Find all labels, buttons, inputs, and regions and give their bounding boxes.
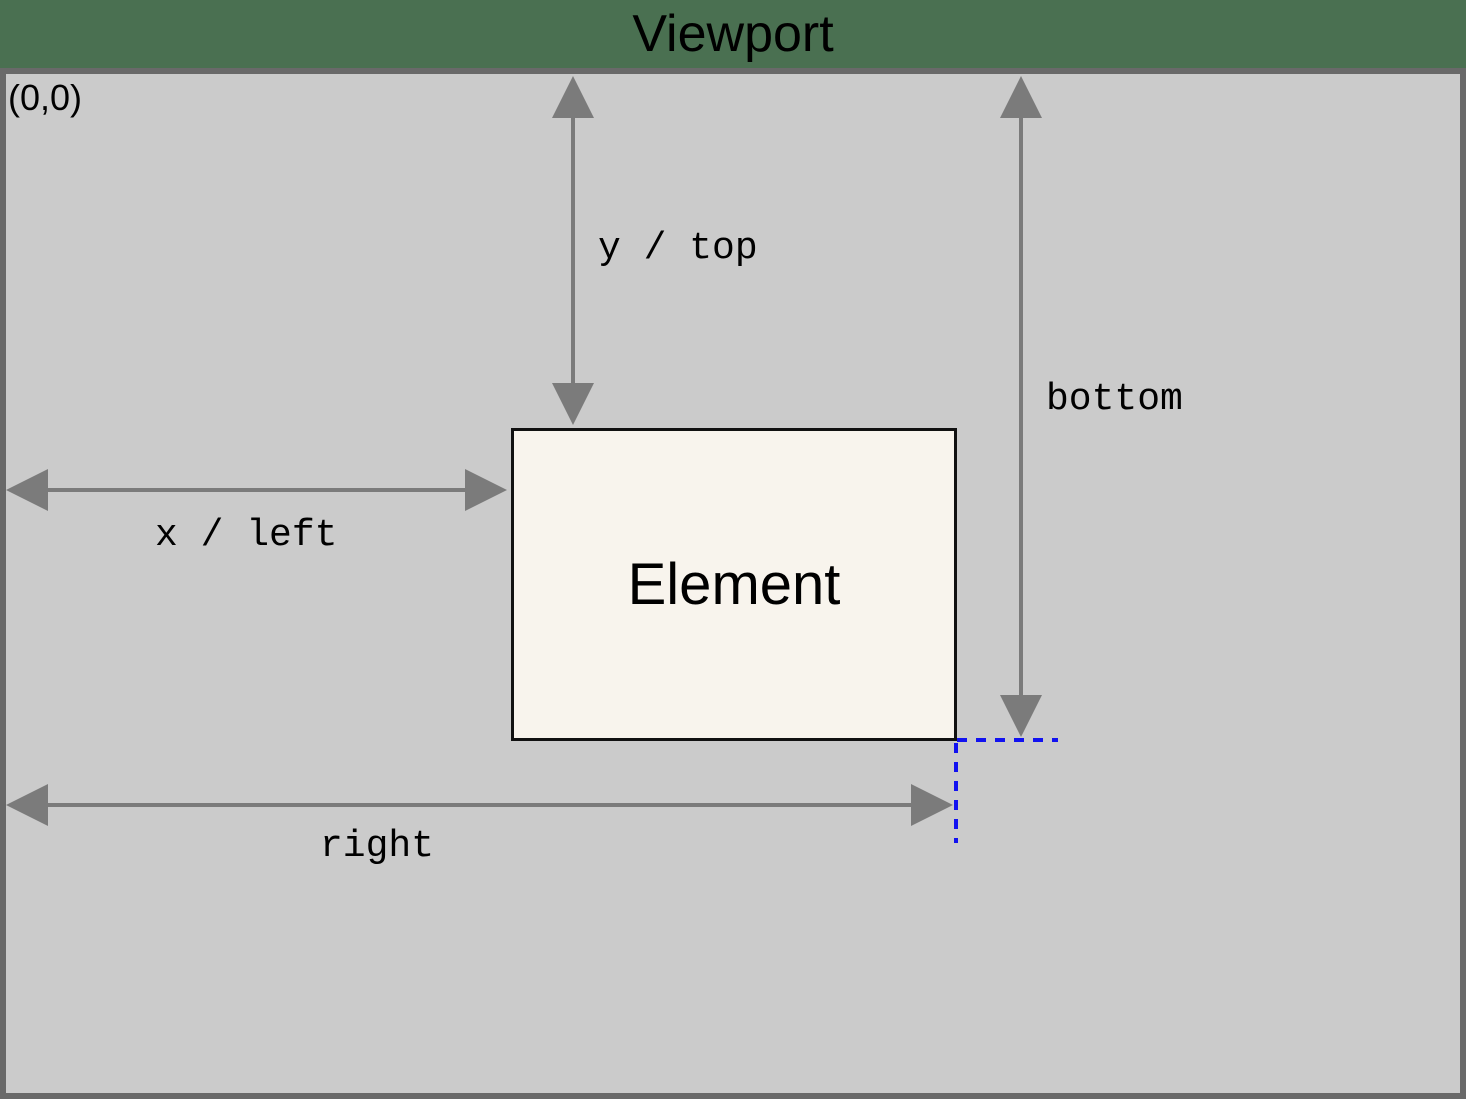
bottom-label: bottom xyxy=(1046,378,1183,421)
right-label: right xyxy=(320,825,435,868)
origin-coordinates-label: (0,0) xyxy=(8,77,83,118)
title-band: Viewport xyxy=(0,0,1466,68)
element-box: Element xyxy=(511,428,957,741)
x-left-label: x / left xyxy=(155,514,338,557)
diagram-title: Viewport xyxy=(632,5,834,63)
y-top-label: y / top xyxy=(598,227,758,270)
element-label: Element xyxy=(627,552,841,617)
